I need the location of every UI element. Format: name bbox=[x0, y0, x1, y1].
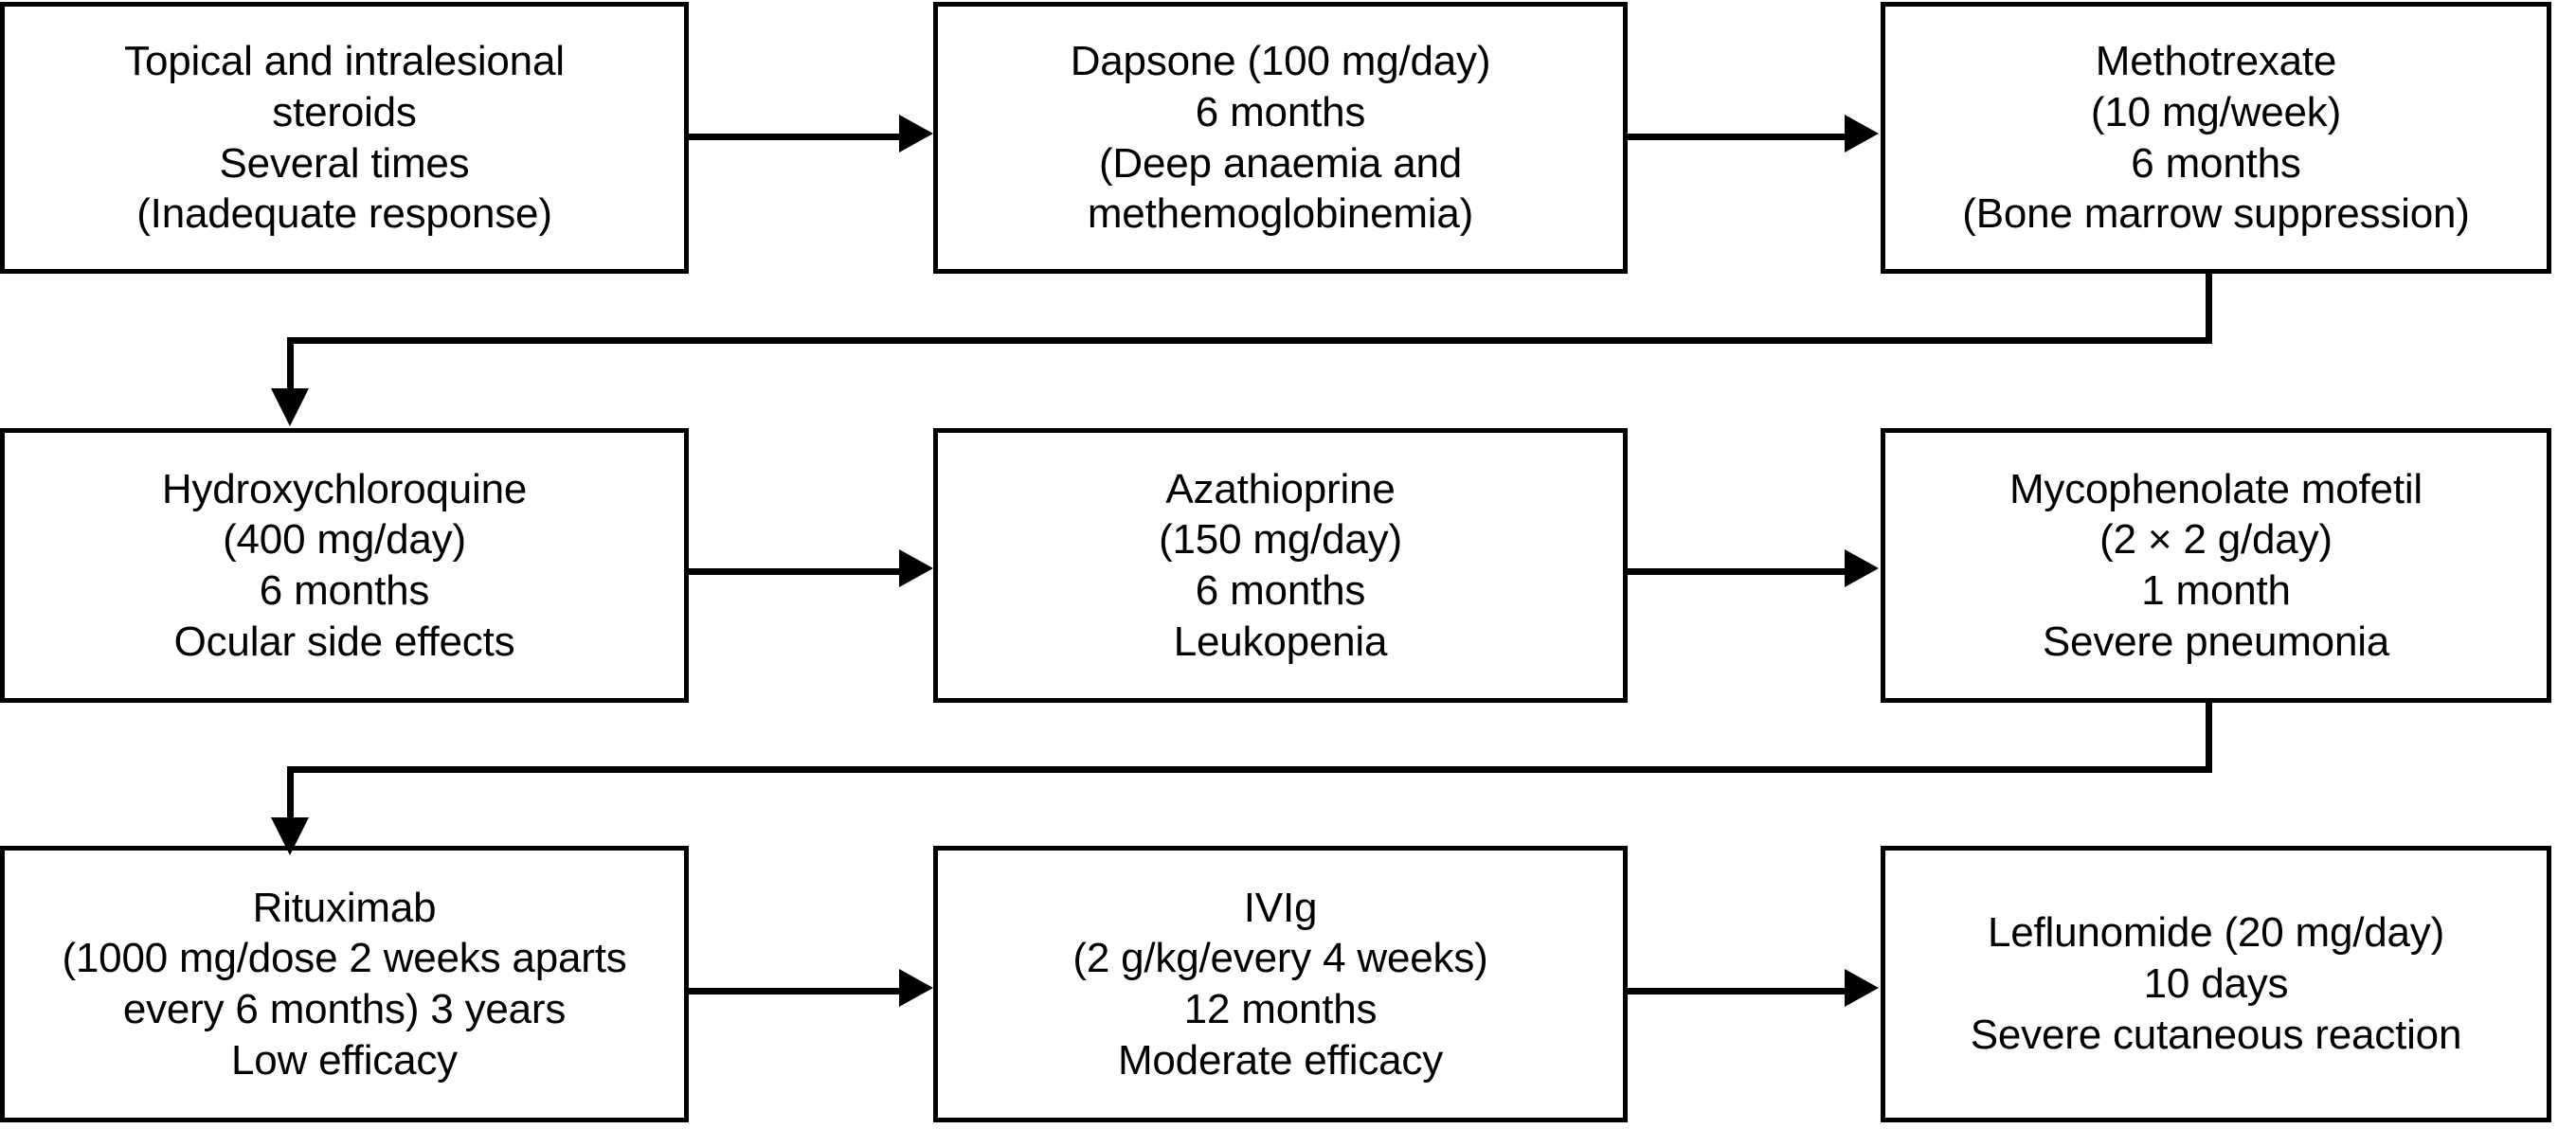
edge-mycophenolate-to-rituximab-bridge bbox=[287, 766, 2212, 773]
edge-methotrexate-to-hydroxychloroquine-stem bbox=[2206, 274, 2212, 343]
node-azathioprine[interactable]: Azathioprine (150 mg/day) 6 months Leuko… bbox=[933, 428, 1628, 703]
node-azathioprine-label: Azathioprine (150 mg/day) 6 months Leuko… bbox=[1159, 465, 1402, 665]
node-hydroxychloroquine[interactable]: Hydroxychloroquine (400 mg/day) 6 months… bbox=[0, 428, 689, 703]
arrow-down-icon bbox=[271, 388, 309, 426]
node-rituximab[interactable]: Rituximab (1000 mg/dose 2 weeks aparts e… bbox=[0, 846, 689, 1122]
node-hydroxychloroquine-label: Hydroxychloroquine (400 mg/day) 6 months… bbox=[161, 465, 528, 665]
edge-mycophenolate-to-rituximab-drop bbox=[287, 766, 294, 821]
edge-ivig-to-leflunomide-line bbox=[1628, 988, 1847, 995]
arrow-right-icon bbox=[1845, 969, 1879, 1007]
node-mycophenolate-mofetil[interactable]: Mycophenolate mofetil (2 × 2 g/day) 1 mo… bbox=[1881, 428, 2551, 703]
node-methotrexate-label: Methotrexate (10 mg/week) 6 months (Bone… bbox=[1962, 38, 2470, 238]
arrow-right-icon bbox=[1845, 549, 1879, 587]
edge-azathioprine-to-mycophenolate-line bbox=[1628, 568, 1847, 575]
arrow-down-icon bbox=[271, 817, 309, 855]
edge-methotrexate-to-hydroxychloroquine-bridge bbox=[287, 337, 2212, 344]
node-steroids[interactable]: Topical and intralesional steroids Sever… bbox=[0, 2, 689, 274]
node-steroids-label: Topical and intralesional steroids Sever… bbox=[124, 38, 565, 238]
edge-dapsone-to-methotrexate-line bbox=[1628, 134, 1847, 140]
node-dapsone[interactable]: Dapsone (100 mg/day) 6 months (Deep anae… bbox=[933, 2, 1628, 274]
node-ivig-label: IVIg (2 g/kg/every 4 weeks) 12 months Mo… bbox=[1072, 884, 1488, 1084]
arrow-right-icon bbox=[899, 969, 933, 1007]
node-dapsone-label: Dapsone (100 mg/day) 6 months (Deep anae… bbox=[1070, 38, 1491, 238]
edge-rituximab-to-ivig-line bbox=[689, 988, 902, 995]
node-leflunomide[interactable]: Leflunomide (20 mg/day) 10 days Severe c… bbox=[1881, 846, 2551, 1122]
edge-hydroxychloroquine-to-azathioprine-line bbox=[689, 568, 902, 575]
edge-mycophenolate-to-rituximab-stem bbox=[2206, 703, 2212, 772]
node-ivig[interactable]: IVIg (2 g/kg/every 4 weeks) 12 months Mo… bbox=[933, 846, 1628, 1122]
node-rituximab-label: Rituximab (1000 mg/dose 2 weeks aparts e… bbox=[62, 884, 627, 1084]
node-mycophenolate-mofetil-label: Mycophenolate mofetil (2 × 2 g/day) 1 mo… bbox=[2009, 465, 2423, 665]
node-leflunomide-label: Leflunomide (20 mg/day) 10 days Severe c… bbox=[1970, 909, 2462, 1058]
edge-steroids-to-dapsone-line bbox=[689, 134, 902, 140]
arrow-right-icon bbox=[899, 115, 933, 152]
edge-methotrexate-to-hydroxychloroquine-drop bbox=[287, 337, 294, 392]
node-methotrexate[interactable]: Methotrexate (10 mg/week) 6 months (Bone… bbox=[1881, 2, 2551, 274]
arrow-right-icon bbox=[899, 549, 933, 587]
arrow-right-icon bbox=[1845, 115, 1879, 152]
